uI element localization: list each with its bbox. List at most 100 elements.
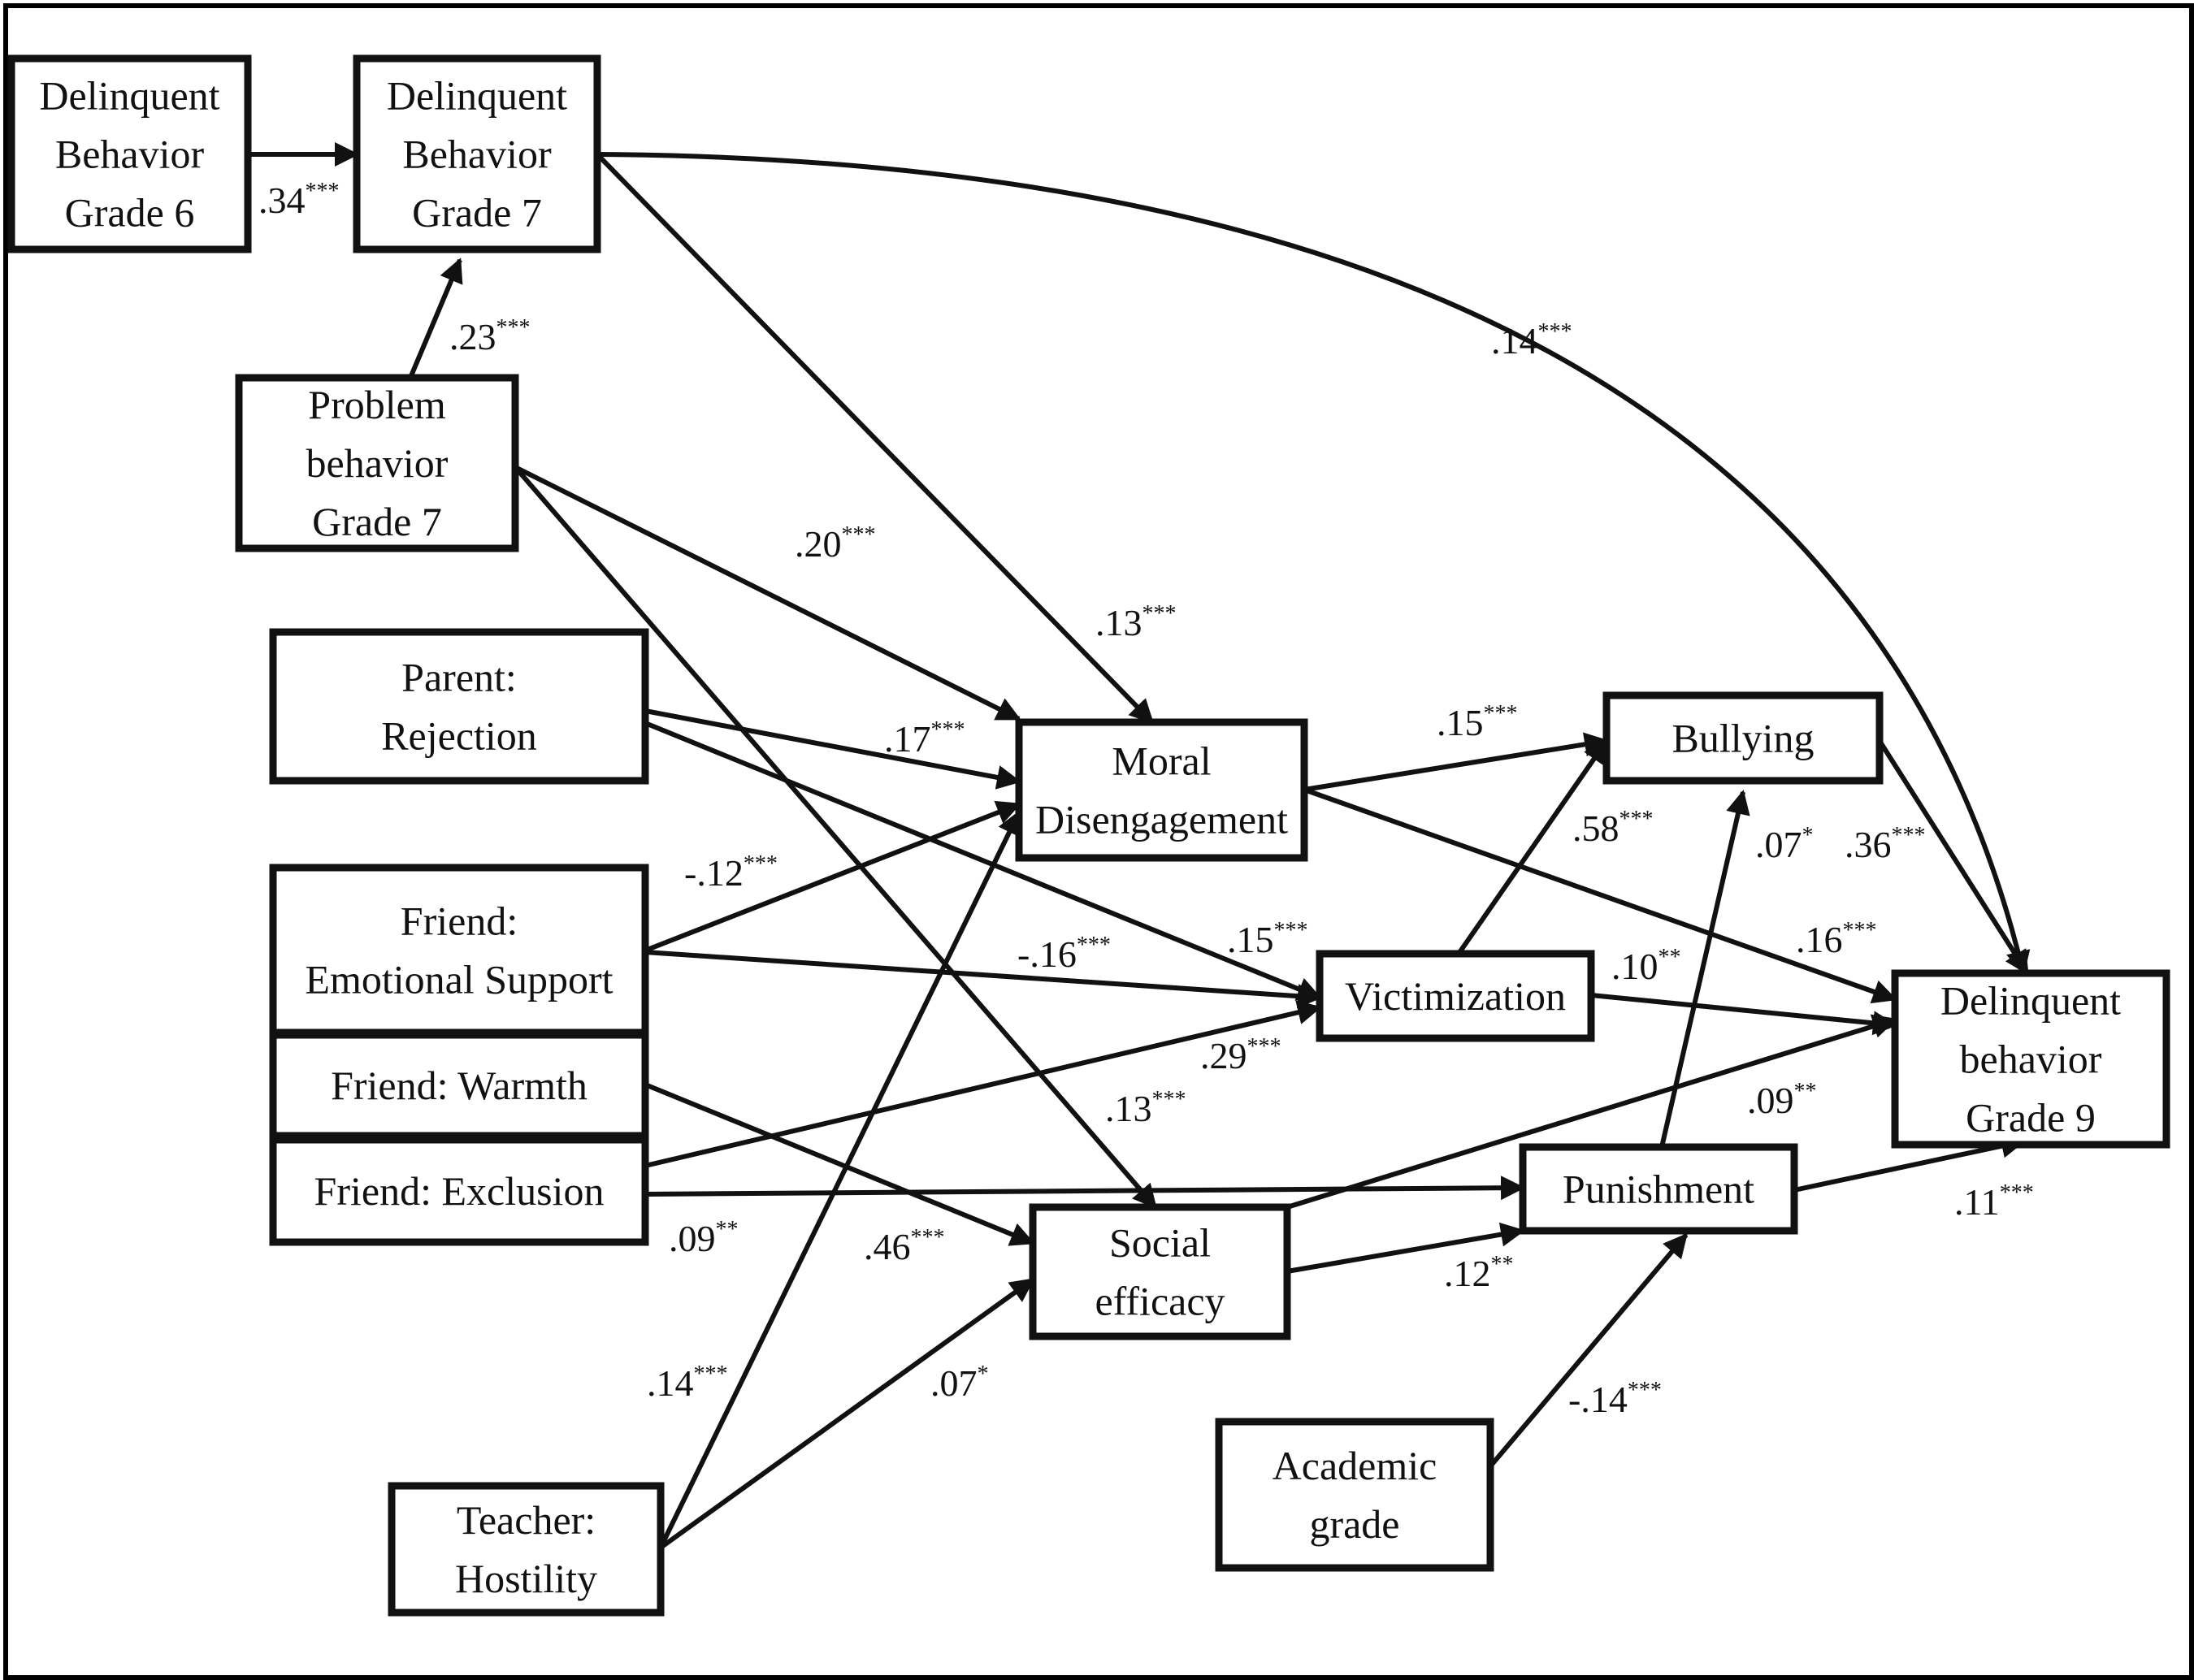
coefficient-value: .17 (884, 718, 931, 760)
coefficient-value: .46 (864, 1226, 911, 1267)
significance-stars: ** (1491, 1252, 1514, 1277)
significance-stars: *** (1274, 918, 1308, 943)
node-label-line: Hostility (455, 1556, 597, 1601)
coefficient-label-fes-to-victim: -.16*** (1017, 933, 1111, 975)
node-label-line: Problem (308, 382, 446, 427)
node-box (1215, 1418, 1494, 1572)
path-arrow-punish-to-db9 (1793, 1133, 2026, 1193)
coefficient-label-fexcl-to-punish: .09** (669, 1217, 739, 1259)
coefficient-label-punish-to-bully: .07* (1755, 823, 1814, 865)
node-acad: Academic grade (1215, 1418, 1494, 1572)
coefficient-label-pb7-to-social: .13*** (1105, 1087, 1186, 1129)
node-box (1891, 969, 2170, 1149)
significance-stars: *** (842, 522, 876, 548)
node-label-line: Victimization (1345, 973, 1566, 1019)
node-label-line: behavior (1960, 1037, 2102, 1082)
node-label-line: Delinquent (1940, 978, 2121, 1024)
node-label-line: Parent: (401, 655, 517, 700)
coefficient-label-acad-to-punish: -.14*** (1568, 1378, 1662, 1420)
node-parent: Parent: Rejection (269, 628, 649, 785)
node-label-line: Disengagement (1035, 797, 1288, 842)
coefficient-value: .07 (1755, 824, 1802, 865)
significance-stars: * (978, 1362, 989, 1387)
node-box (269, 864, 649, 1037)
node-label-line: Delinquent (39, 73, 219, 119)
significance-stars: *** (1843, 918, 1877, 943)
coefficient-label-db6-to-db7: .34*** (258, 179, 340, 221)
coefficient-value: .29 (1200, 1035, 1247, 1076)
coefficient-label-moral-to-db9: .16*** (1796, 918, 1877, 960)
node-box (269, 1136, 649, 1246)
node-label-line: Punishment (1563, 1167, 1754, 1212)
node-fexcl: Friend: Exclusion (269, 1136, 649, 1246)
node-bully: Bullying (1602, 691, 1884, 785)
significance-stars: *** (306, 179, 340, 204)
coefficient-label-punish-to-db9: .11*** (1954, 1180, 2034, 1223)
figure-frame (3, 3, 2194, 1680)
coefficient-value: .07 (930, 1362, 978, 1404)
node-box (235, 374, 519, 552)
node-label-line: Rejection (381, 713, 537, 759)
path-arrow-fwarm-to-social (644, 1082, 1035, 1246)
node-label-line: Grade 7 (412, 190, 542, 236)
coefficient-label-moral-to-bully: .15*** (1437, 701, 1518, 743)
node-box (1015, 718, 1308, 862)
path-arrow-teacher-to-social (659, 1277, 1035, 1550)
node-victim: Victimization (1316, 950, 1595, 1042)
node-label-line: Grade 7 (312, 499, 442, 544)
path-arrow-pb7-to-social (513, 465, 1158, 1210)
coefficient-label-social-to-punish: .12** (1444, 1252, 1514, 1294)
node-label-line: behavior (306, 440, 449, 486)
coefficient-value: -.16 (1017, 933, 1077, 975)
path-arrow-acad-to-punish (1488, 1232, 1689, 1468)
path-arrow-db7-to-db9 (596, 152, 2031, 976)
coefficient-label-fexcl-to-victim: .29*** (1200, 1034, 1281, 1076)
coefficient-value: .13 (1105, 1088, 1152, 1129)
node-label-line: Academic (1273, 1443, 1437, 1488)
coefficient-label-bully-to-db9: .36*** (1845, 823, 1926, 865)
significance-stars: *** (1628, 1378, 1662, 1403)
coefficient-value: .15 (1227, 919, 1274, 960)
node-label-line: Grade 9 (1966, 1095, 2096, 1141)
node-box (7, 54, 252, 253)
node-box (353, 54, 601, 253)
coefficient-value: -.14 (1568, 1379, 1628, 1420)
node-punish: Punishment (1519, 1143, 1798, 1235)
coefficient-value: .23 (449, 316, 496, 357)
significance-stars: *** (1247, 1034, 1281, 1059)
coefficient-value: -.12 (684, 852, 744, 894)
significance-stars: *** (496, 315, 531, 340)
coefficient-value: .16 (1796, 919, 1843, 960)
coefficient-label-victim-to-db9: .10** (1611, 945, 1681, 987)
path-arrow-moral-to-db9 (1303, 787, 1897, 1004)
coefficient-value: .10 (1611, 946, 1659, 987)
node-label-line: Emotional Support (305, 957, 613, 1002)
node-box (269, 628, 649, 785)
node-label-line: Teacher: (457, 1497, 596, 1543)
coefficient-value: .14 (647, 1362, 694, 1404)
node-label-line: Behavior (55, 132, 205, 177)
node-box (388, 1482, 665, 1617)
node-label-line: Bullying (1672, 716, 1814, 761)
coefficient-label-pb7-to-moral: .20*** (795, 522, 876, 565)
coefficient-label-teacher-to-moral: .14*** (647, 1362, 728, 1404)
significance-stars: *** (1538, 319, 1572, 344)
path-arrow-db7-to-moral (595, 152, 1155, 725)
significance-stars: *** (1152, 1087, 1186, 1112)
significance-stars: *** (911, 1225, 945, 1250)
path-arrow-social-to-db9 (1286, 1014, 1897, 1210)
coefficient-value: .09 (1747, 1080, 1794, 1121)
node-label-line: Social (1109, 1220, 1211, 1266)
path-arrow-victim-to-db9 (1590, 993, 1897, 1036)
node-label-line: grade (1309, 1501, 1399, 1547)
significance-stars: *** (2000, 1180, 2034, 1206)
significance-stars: *** (1619, 807, 1654, 832)
coefficient-value: .11 (1954, 1181, 2000, 1223)
coefficient-label-db7-to-db9: .14*** (1491, 319, 1572, 362)
